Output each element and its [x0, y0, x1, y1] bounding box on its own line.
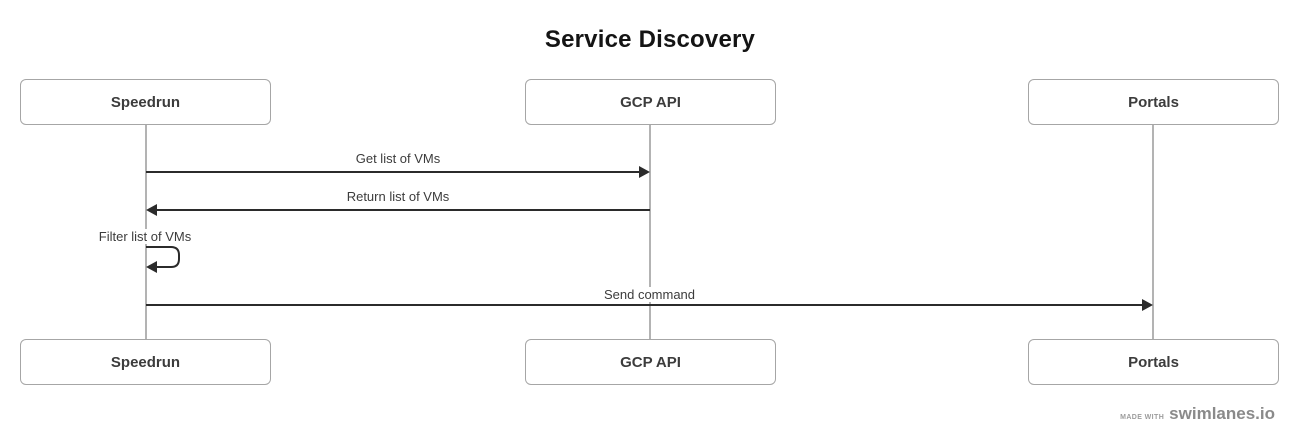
footer-branding: MADE WITH swimlanes.io: [1120, 404, 1275, 424]
actor-label-speedrun: Speedrun: [110, 93, 181, 111]
message-line-send-command: [146, 304, 1142, 306]
actor-label-gcp-api: GCP API: [620, 353, 681, 371]
self-loop-arrow-icon: [146, 246, 180, 273]
message-label-return-list-of-vms: Return list of VMs: [146, 189, 650, 204]
actor-label-gcp-api: GCP API: [620, 93, 681, 111]
actor-box-bottom-portals: Portals: [1028, 339, 1279, 385]
message-label-get-list-of-vms: Get list of VMs: [146, 151, 650, 166]
actor-box-top-speedrun: Speedrun: [20, 79, 271, 125]
arrowhead-left-icon: [146, 204, 157, 216]
message-label-filter-list-of-vms: Filter list of VMs: [45, 229, 245, 244]
swimlanes-brand-link[interactable]: swimlanes.io: [1169, 404, 1275, 423]
actor-label-speedrun: Speedrun: [110, 353, 181, 371]
actor-box-bottom-speedrun: Speedrun: [20, 339, 271, 385]
lifeline-gcp-api: [649, 124, 651, 339]
actor-label-portals: Portals: [1128, 353, 1179, 371]
actor-label-portals: Portals: [1128, 93, 1179, 111]
message-line-get-list-of-vms: [146, 171, 640, 173]
lifeline-portals: [1152, 124, 1154, 339]
made-with-label: MADE WITH: [1120, 414, 1165, 421]
page-title: Service Discovery: [544, 26, 756, 53]
actor-box-bottom-gcp-api: GCP API: [525, 339, 776, 385]
arrowhead-right-icon: [1142, 299, 1153, 311]
actor-box-top-gcp-api: GCP API: [525, 79, 776, 125]
message-line-return-list-of-vms: [156, 209, 650, 211]
actor-box-top-portals: Portals: [1028, 79, 1279, 125]
arrowhead-right-icon: [639, 166, 650, 178]
message-label-send-command: Send command: [146, 287, 1153, 302]
